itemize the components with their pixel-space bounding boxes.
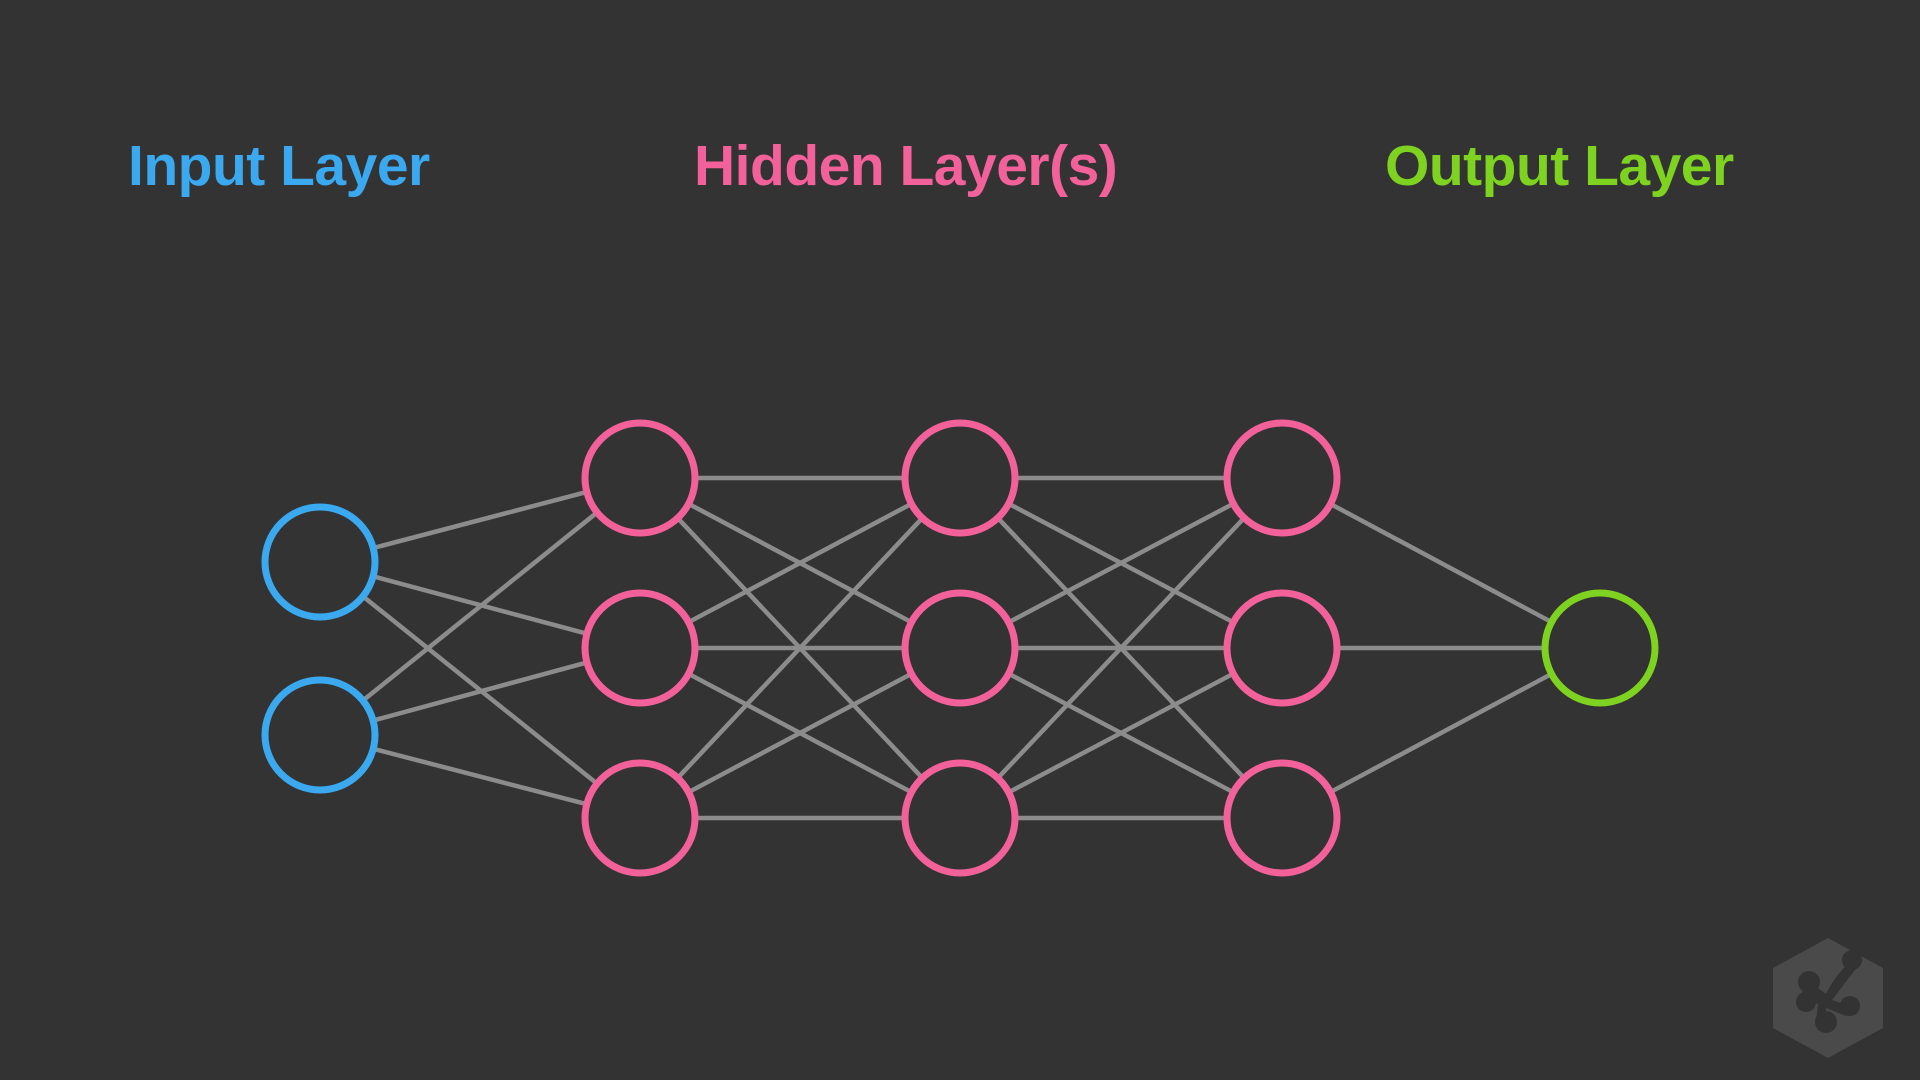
neuron-nodes <box>261 419 1659 877</box>
connection-edge <box>1007 671 1235 795</box>
treehouse-logo-watermark <box>1773 938 1883 1058</box>
neuron-node-output-1[interactable] <box>1541 589 1659 707</box>
neuron-node-hidden3-2[interactable] <box>1223 589 1341 707</box>
connection-edge <box>372 489 588 551</box>
connection-edge <box>372 660 588 723</box>
neuron-node-hidden2-1[interactable] <box>901 419 1019 537</box>
connection-edges <box>361 475 1553 821</box>
neuron-node-hidden1-1[interactable] <box>581 419 699 537</box>
neuron-node-hidden3-3[interactable] <box>1223 759 1341 877</box>
neuron-glyph-icon <box>1796 950 1862 1033</box>
neuron-node-hidden1-3[interactable] <box>581 759 699 877</box>
neuron-node-input-2[interactable] <box>261 676 379 794</box>
connection-edge <box>687 671 913 795</box>
neuron-node-input-1[interactable] <box>261 503 379 621</box>
neuron-node-hidden3-1[interactable] <box>1223 419 1341 537</box>
connection-edge <box>676 516 924 780</box>
connection-edge <box>1007 501 1235 625</box>
connection-edge <box>1329 671 1553 795</box>
connection-edge <box>372 746 588 807</box>
neuron-node-hidden2-2[interactable] <box>901 589 1019 707</box>
neuron-node-hidden2-3[interactable] <box>901 759 1019 877</box>
neuron-node-hidden1-2[interactable] <box>581 589 699 707</box>
connection-edge <box>1329 501 1553 625</box>
connection-edge <box>687 501 913 625</box>
connection-edge <box>996 516 1246 780</box>
connection-edge <box>361 510 599 703</box>
